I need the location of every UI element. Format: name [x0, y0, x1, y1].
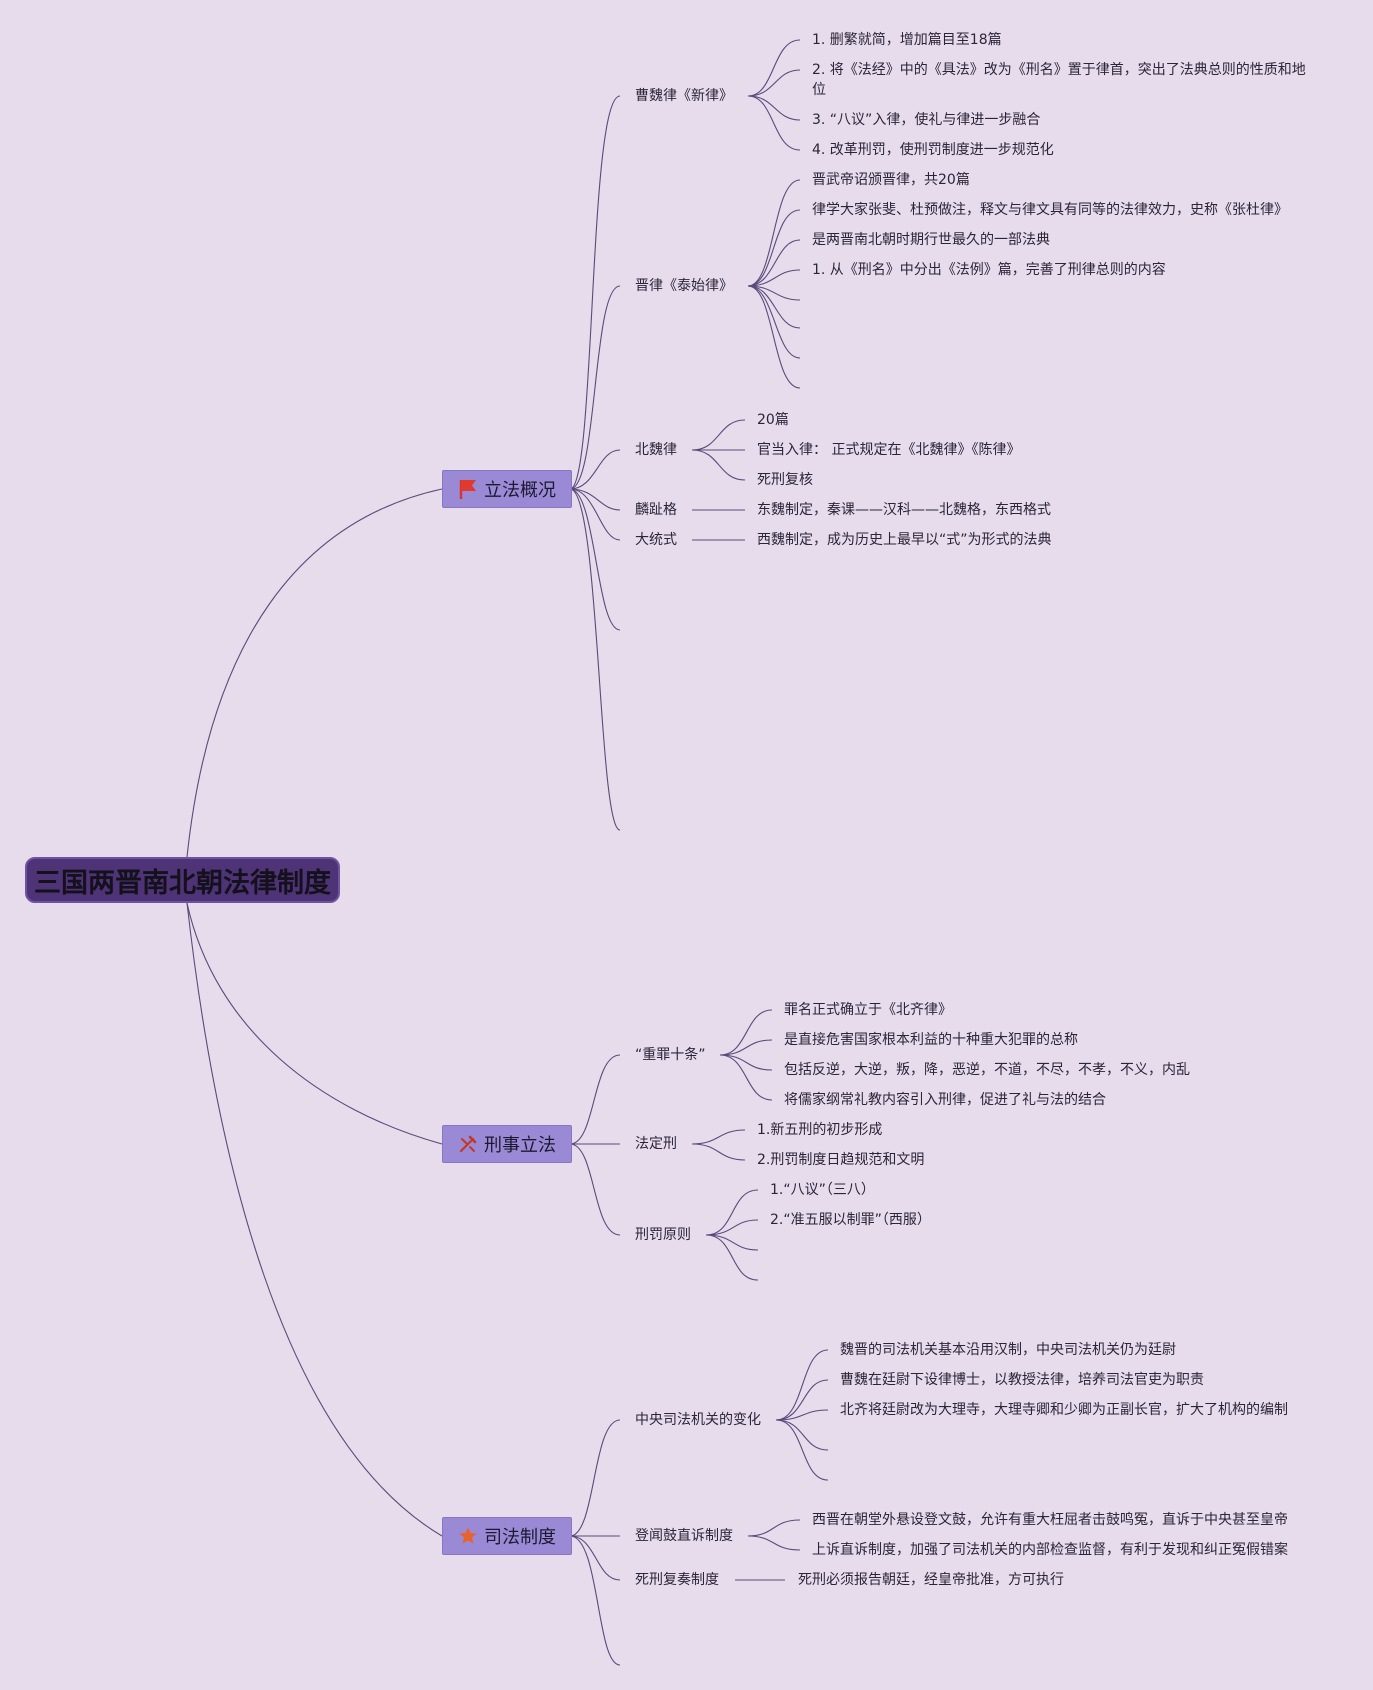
leaf-item[interactable]: 4. 改革刑罚，使刑罚制度进一步规范化: [812, 142, 1054, 158]
leaf-item[interactable]: 死刑复核: [757, 472, 813, 488]
branch-label: 立法概况: [484, 480, 556, 501]
tools-icon: [459, 1135, 477, 1153]
topic-sixing-fuzou[interactable]: 死刑复奏制度: [635, 1572, 719, 1588]
leaf-item[interactable]: 律学大家张斐、杜预做注，释文与律文具有同等的法律效力，史称《张杜律》: [812, 202, 1288, 218]
topic-jin-lv[interactable]: 晋律《泰始律》: [635, 278, 733, 294]
leaf-item[interactable]: 1.“八议”（三八）: [770, 1182, 875, 1198]
leaf-item[interactable]: 北齐将廷尉改为大理寺，大理寺卿和少卿为正副长官，扩大了机构的编制: [840, 1402, 1288, 1418]
leaf-item[interactable]: 是两晋南北朝时期行世最久的一部法典: [812, 232, 1050, 248]
leaf-item[interactable]: 上诉直诉制度，加强了司法机关的内部检查监督，有利于发现和纠正冤假错案: [812, 1542, 1288, 1558]
leaf-item[interactable]: 是直接危害国家根本利益的十种重大犯罪的总称: [784, 1032, 1078, 1048]
leaf-item[interactable]: 西魏制定，成为历史上最早以“式”为形式的法典: [757, 532, 1052, 548]
leaf-item[interactable]: 1. 删繁就简，增加篇目至18篇: [812, 32, 1002, 48]
topic-datong-shi[interactable]: 大统式: [635, 532, 677, 548]
leaf-item[interactable]: 魏晋的司法机关基本沿用汉制，中央司法机关仍为廷尉: [840, 1342, 1176, 1358]
topic-central-judicial[interactable]: 中央司法机关的变化: [635, 1412, 761, 1428]
leaf-item[interactable]: 1.新五刑的初步形成: [757, 1122, 883, 1138]
leaf-item[interactable]: 罪名正式确立于《北齐律》: [784, 1002, 952, 1018]
topic-caowei-lv[interactable]: 曹魏律《新律》: [635, 88, 733, 104]
leaf-item[interactable]: 死刑必须报告朝廷，经皇帝批准，方可执行: [798, 1572, 1064, 1588]
leaf-item[interactable]: 1. 从《刑名》中分出《法例》篇，完善了刑律总则的内容: [812, 262, 1166, 278]
topic-fadingxing[interactable]: 法定刑: [635, 1136, 677, 1152]
branch-judicial[interactable]: 司法制度: [442, 1517, 572, 1555]
root-topic[interactable]: 三国两晋南北朝法律制度: [25, 857, 340, 903]
topic-linzhi-ge[interactable]: 麟趾格: [635, 502, 677, 518]
leaf-item[interactable]: 20篇: [757, 412, 789, 428]
topic-beiwei-lv[interactable]: 北魏律: [635, 442, 677, 458]
leaf-item[interactable]: 西晋在朝堂外悬设登文鼓，允许有重大枉屈者击鼓鸣冤，直诉于中央甚至皇帝: [812, 1512, 1288, 1528]
leaf-item[interactable]: 2.刑罚制度日趋规范和文明: [757, 1152, 925, 1168]
leaf-item[interactable]: 2. 将《法经》中的《具法》改为《刑名》置于律首，突出了法典总则的性质和地位: [812, 62, 1306, 98]
branch-label: 刑事立法: [484, 1135, 556, 1156]
leaf-item[interactable]: 3. “八议”入律，使礼与律进一步融合: [812, 112, 1041, 128]
topic-xingfa-yuanze[interactable]: 刑罚原则: [635, 1227, 691, 1243]
branch-legislation[interactable]: 立法概况: [442, 470, 572, 508]
topic-zhongzui-shitiao[interactable]: “重罪十条”: [635, 1047, 706, 1063]
leaf-item[interactable]: 将儒家纲常礼教内容引入刑律，促进了礼与法的结合: [784, 1092, 1106, 1108]
leaf-item[interactable]: 东魏制定，秦课——汉科——北魏格，东西格式: [757, 502, 1051, 518]
branch-criminal[interactable]: 刑事立法: [442, 1125, 572, 1163]
red-flag-icon: [459, 480, 476, 499]
branch-label: 司法制度: [484, 1527, 556, 1548]
leaf-item[interactable]: 包括反逆，大逆，叛，降，恶逆，不道，不尽，不孝，不义，内乱: [784, 1062, 1190, 1078]
topic-dengwengu[interactable]: 登闻鼓直诉制度: [635, 1528, 733, 1544]
star-icon: [459, 1527, 477, 1544]
leaf-item[interactable]: 晋武帝诏颁晋律，共20篇: [812, 172, 970, 188]
leaf-item[interactable]: 官当入律： 正式规定在《北魏律》《陈律》: [757, 442, 1021, 458]
leaf-item[interactable]: 2.“准五服以制罪”（西服）: [770, 1212, 931, 1228]
leaf-item[interactable]: 曹魏在廷尉下设律博士，以教授法律，培养司法官吏为职责: [840, 1372, 1204, 1388]
